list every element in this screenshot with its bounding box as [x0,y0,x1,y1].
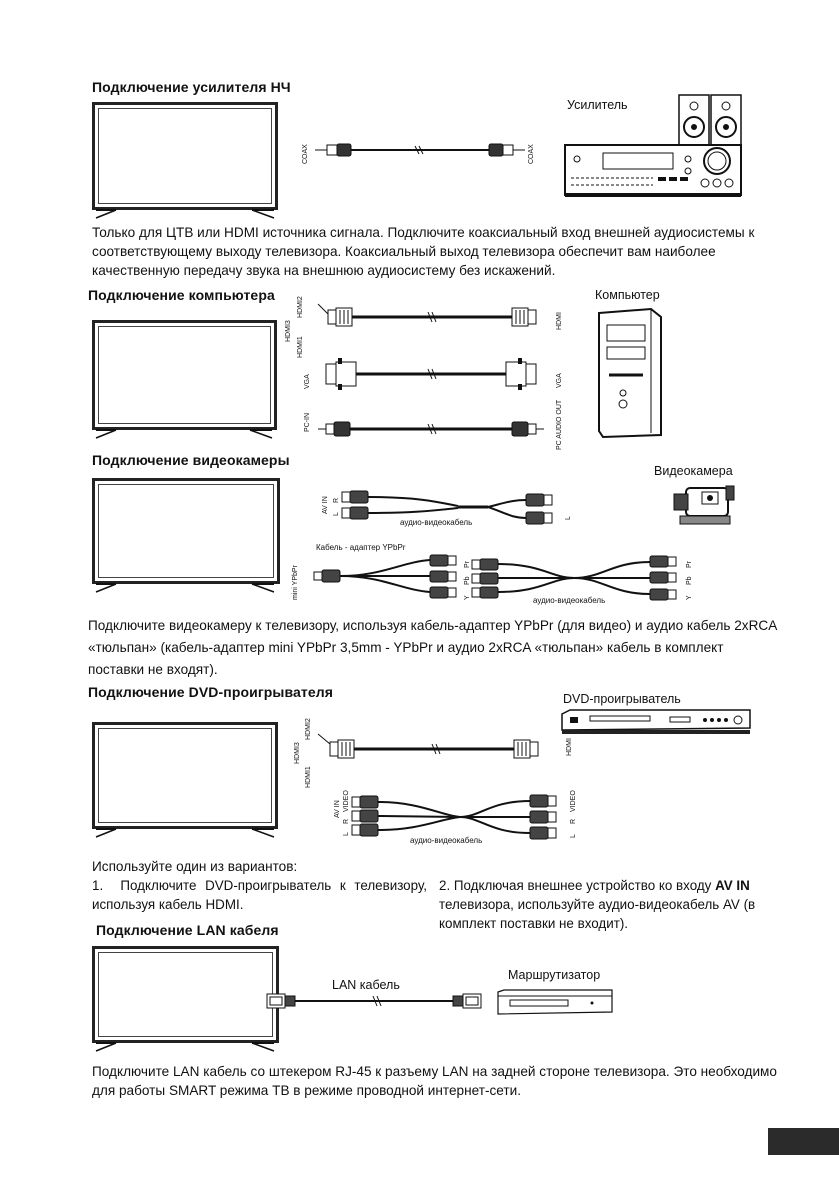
port-label-l-dvd2: L [570,834,577,838]
dvd-player-icon [561,709,751,734]
device-label-camcorder: Видеокамера [654,464,733,478]
section-title-amplifier: Подключение усилителя НЧ [92,79,291,95]
port-label-coax-right: COAX [528,144,535,164]
port-label-hdmi2: HDMI2 [305,718,312,740]
audio-rca-cable-icon [341,490,553,525]
ypbpr-adapter-label: Кабель - адаптер YPbPr [316,543,406,552]
ypbpr-cable-icon [313,554,677,601]
port-label-av-in-dvd: AV IN [334,800,341,818]
port-label-vga-pc: VGA [556,373,563,388]
port-label-hdmi1: HDMI1 [297,336,304,358]
dvd-option-2-suffix: телевизора, используйте аудио-видеокабел… [439,897,756,931]
lan-cable-icon [266,993,482,1009]
dvd-option-1: 1. Подключите DVD-проигрыватель к телеви… [92,876,427,914]
dvd-option-2: 2. Подключая внешнее устройство ко входу… [439,876,774,933]
dvd-option-2-prefix: 2. Подключая внешнее устройство ко входу [439,878,712,893]
lan-description: Подключите LAN кабель со штекером RJ-45 … [92,1064,777,1098]
dvd-intro: Используйте один из вариантов: [92,859,298,874]
tv-illustration [92,946,279,1043]
port-label-hdmi-dvd: HDMI [566,738,573,756]
tv-stand-icon [95,583,275,593]
device-label-dvd: DVD-проигрыватель [563,692,681,706]
device-label-amplifier: Усилитель [567,98,628,112]
port-label-hdmi2: HDMI2 [297,296,304,318]
port-label-r-dvd: R [343,818,350,824]
section-title-camcorder: Подключение видеокамеры [92,452,290,468]
port-label-hdmi3: HDMI3 [285,320,292,342]
tv-illustration [92,722,278,829]
port-label-video: VIDEO [343,790,350,812]
camcorder-description: Подключите видеокамеру к телевизору, исп… [88,618,777,677]
device-label-router: Маршрутизатор [508,968,601,982]
port-label-av-in: AV IN [322,496,329,514]
hdmi-cable-icon [317,733,539,759]
port-label-pc-audio-out: PC AUDIO OUT [556,399,563,450]
pc-cables-icon [317,303,544,437]
camcorder-icon [673,485,735,525]
tv-stand-icon [95,828,275,838]
tv-stand-icon [95,1042,275,1052]
tv-illustration [92,102,278,210]
port-label-r-dvd2: R [570,818,577,824]
tv-illustration [92,478,280,584]
section-title-dvd: Подключение DVD-проигрывателя [88,684,334,700]
dvd-option-2-port: AV IN [715,878,750,893]
port-label-hdmi1: HDMI1 [305,766,312,788]
coax-cable-icon [315,143,525,157]
device-label-computer: Компьютер [595,288,660,302]
av-rca-cable-icon [351,794,557,840]
lan-cable-label: LAN кабель [332,978,400,992]
amplifier-description: Только для ЦТВ или HDMI источника сигнал… [92,225,755,278]
computer-tower-icon [598,307,662,439]
port-label-l-camera: L [565,516,572,520]
port-label-hdmi-pc: HDMI [556,312,563,330]
av-cable-label-dvd: аудио-видеокабель [410,836,483,845]
port-label-video-dvd: VIDEO [570,790,577,812]
section-title-computer: Подключение компьютера [88,287,275,303]
tv-stand-icon [95,429,273,439]
av-cable-label-2: аудио-видеокабель [533,596,606,605]
dvd-option-1-text: Подключите DVD-проигрыватель к телевизор… [92,878,427,912]
tv-stand-icon [95,209,275,219]
av-cable-label: аудио-видеокабель [400,518,473,527]
dvd-option-1-number: 1. [92,878,104,893]
amplifier-icon [564,94,742,197]
router-icon [497,989,613,1015]
port-label-l-dvd: L [343,832,350,836]
section-title-lan: Подключение LAN кабеля [96,922,279,938]
port-label-coax-left: COAX [302,144,309,164]
port-label-pc-in: PC-IN [304,412,311,432]
port-label-vga-tv: VGA [304,374,311,389]
tv-illustration [92,320,277,430]
port-label-hdmi3: HDMI3 [294,742,301,764]
page-tab-marker [768,1128,839,1155]
port-label-mini-ypbpr: mini YPbPr [292,565,299,600]
